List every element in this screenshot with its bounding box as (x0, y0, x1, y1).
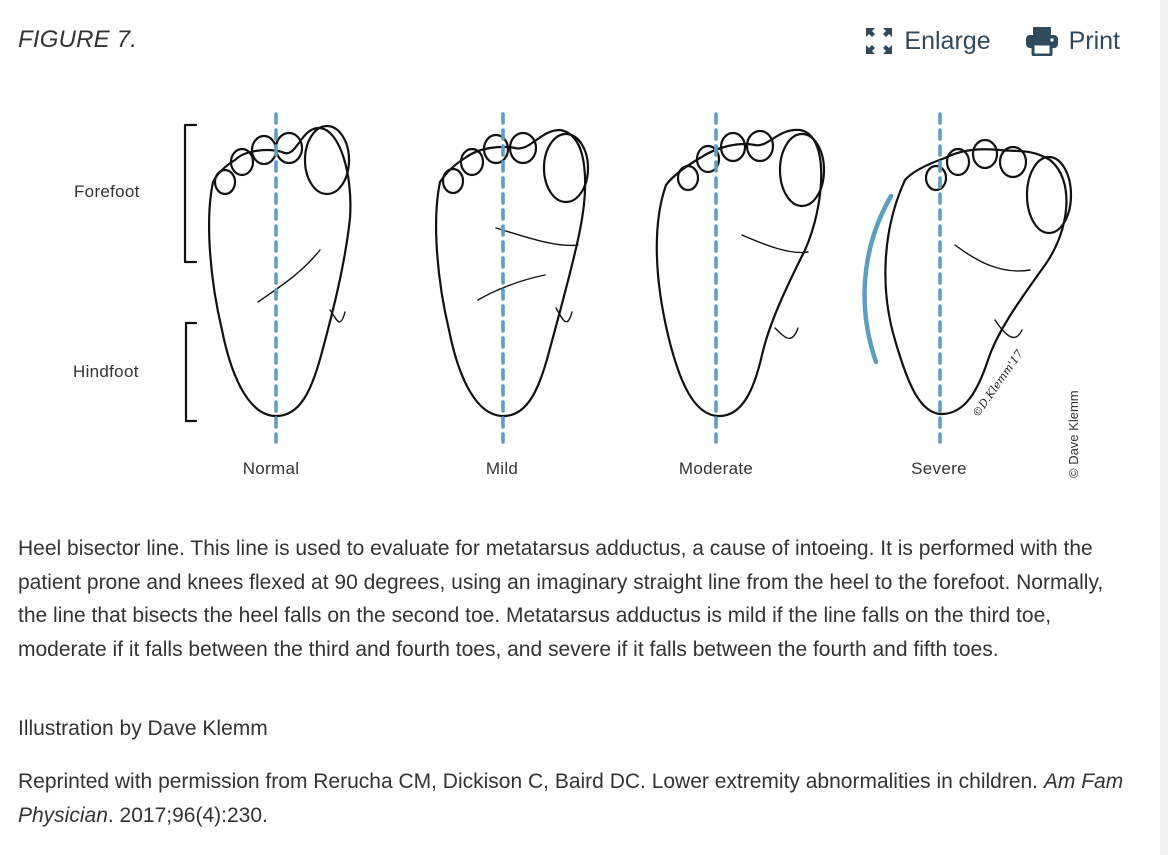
reprint-details: . 2017;96(4):230. (107, 803, 268, 827)
enlarge-label: Enlarge (904, 26, 991, 55)
foot-label-mild: Mild (485, 459, 519, 478)
page-scrollbar[interactable] (1160, 0, 1168, 855)
bisector-lines (274, 112, 942, 444)
printer-icon (1025, 27, 1058, 56)
moderate-foot-drawing (655, 128, 826, 418)
reprint-text: Reprinted with permission from Rerucha C… (18, 770, 1044, 793)
hindfoot-bracket (184, 321, 198, 423)
reprint-citation: Reprinted with permission from Rerucha C… (18, 765, 1138, 832)
enlarge-button[interactable]: Enlarge (864, 26, 991, 56)
heel-bisector-illustration: ©D.Klemm'17 (0, 90, 1168, 490)
figure-caption: Heel bisector line. This line is used to… (18, 537, 1104, 661)
print-button[interactable]: Print (1025, 26, 1120, 56)
foot-label-normal: Normal (242, 459, 300, 478)
adduction-curve (862, 193, 894, 365)
forefoot-label: Forefoot (74, 182, 140, 201)
forefoot-bracket (183, 123, 198, 264)
journal-name: Am Fam Physician (18, 770, 1124, 827)
severe-foot-drawing (884, 138, 1073, 416)
normal-foot-drawing (208, 124, 352, 418)
foot-label-moderate: Moderate (678, 459, 754, 478)
illustration-credit: Illustration by Dave Klemm (18, 717, 268, 740)
expand-arrows-icon (866, 28, 893, 54)
foot-label-severe: Severe (911, 459, 967, 478)
side-credit: © Dave Klemm (1066, 390, 1081, 478)
mild-foot-drawing (435, 128, 590, 418)
hindfoot-label: Hindfoot (73, 362, 139, 381)
figure-toolbar: Enlarge Print (864, 26, 1120, 56)
figure-label: FIGURE 7. (18, 26, 138, 53)
print-label: Print (1068, 26, 1120, 55)
